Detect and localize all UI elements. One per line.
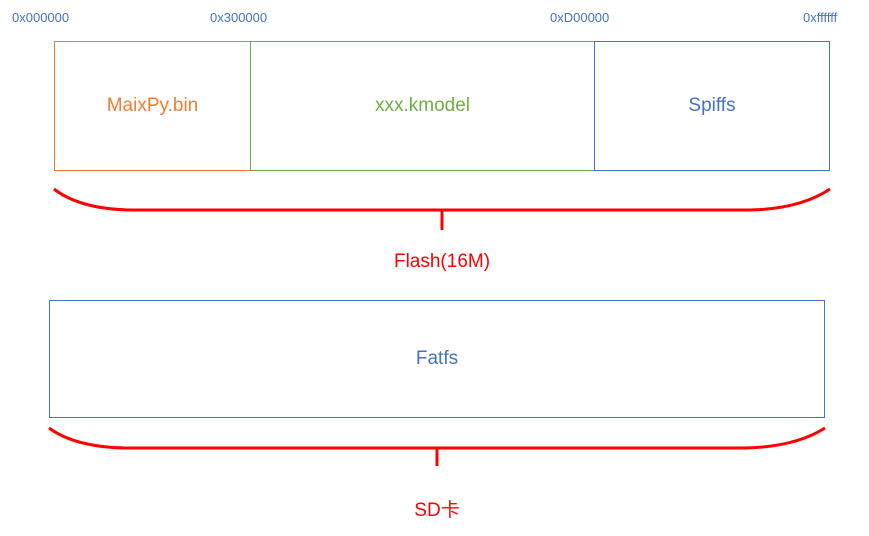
address-label-start: 0x000000 [12,10,70,25]
sd-caption: SD卡 [414,500,460,521]
flash-segment-spiffs: Spiffs [594,41,830,171]
flash-caption: Flash(16M) [393,251,491,272]
address-label-end: 0xffffff [803,10,838,25]
flash-segment-label: Spiffs [688,95,736,116]
flash-segment-label: MaixPy.bin [106,95,199,116]
address-label-maixpy-end: 0x300000 [210,10,268,25]
address-label-kmodel-end: 0xD00000 [550,10,610,25]
sd-segment-label: Fatfs [415,348,459,369]
flash-segment-label: xxx.kmodel [374,95,471,116]
sd-segment-fatfs: Fatfs [49,300,825,418]
